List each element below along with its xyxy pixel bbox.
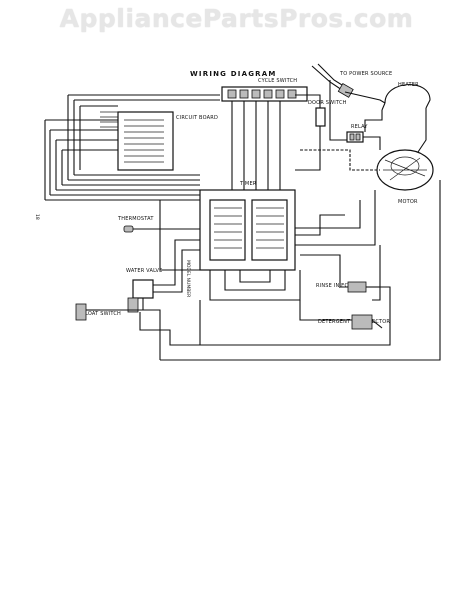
detergent-cup-injector [351, 314, 383, 330]
side-mark: 18 [34, 214, 40, 220]
diagram-title: WIRING DIAGRAM [190, 70, 277, 78]
heater-element [381, 84, 431, 111]
rinse-injector [347, 281, 380, 293]
label-door-switch: DOOR SWITCH [308, 100, 347, 106]
label-circuit-board: CIRCUIT BOARD [176, 115, 218, 121]
label-rinse-injector: RINSE INJECTOR [316, 283, 360, 289]
watermark: AppliancePartsPros.com [59, 4, 414, 33]
timer [199, 189, 296, 271]
power-plug [311, 63, 354, 98]
thermostat [123, 225, 163, 233]
cycle-switch [221, 86, 308, 102]
label-power-source: TO POWER SOURCE [339, 71, 392, 77]
float-switch [75, 303, 100, 321]
label-relay: RELAY [351, 124, 368, 130]
motor [376, 149, 434, 191]
wiring-harness [44, 80, 441, 361]
vertical-note: MODEL NUMBER [185, 260, 191, 297]
water-valve [127, 279, 154, 313]
relay [346, 131, 364, 143]
label-cycle-switch: CYCLE SWITCH [258, 78, 297, 84]
label-motor: MOTOR [398, 199, 418, 205]
label-water-valve: WATER VALVE [126, 268, 163, 274]
circuit-board [117, 111, 174, 171]
label-float-switch: FLOAT SWITCH [82, 311, 121, 317]
door-switch [315, 107, 326, 127]
label-thermostat: THERMOSTAT [117, 216, 154, 222]
label-timer: TIMER [239, 181, 257, 187]
